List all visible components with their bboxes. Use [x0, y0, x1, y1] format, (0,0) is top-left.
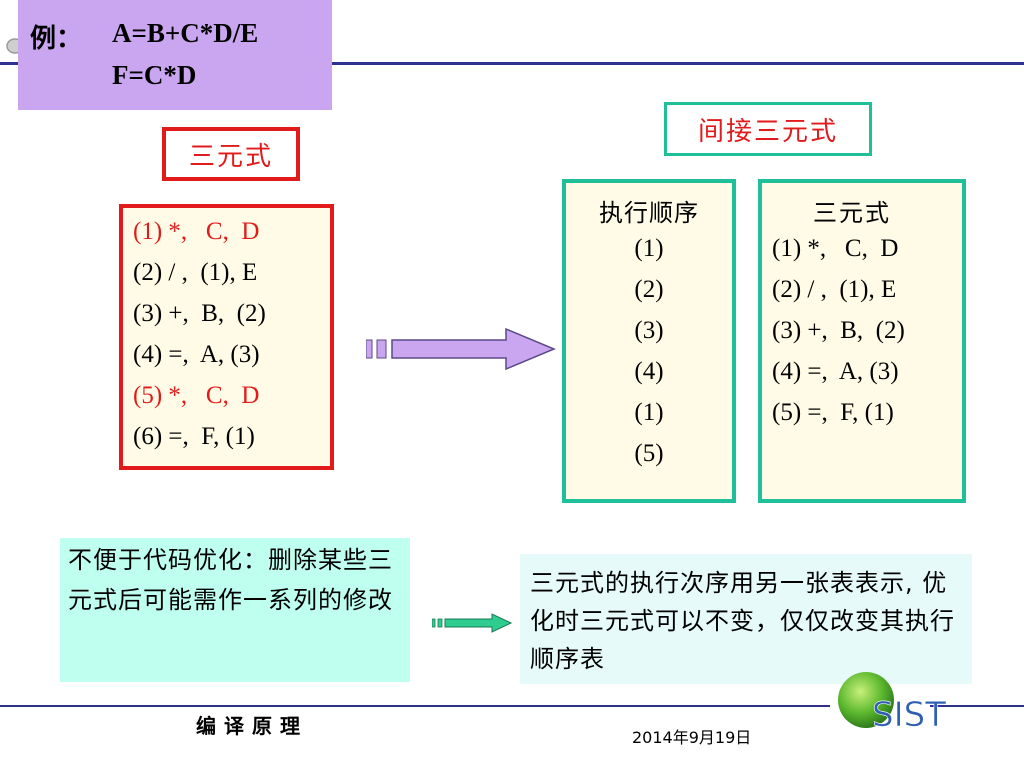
indirect-triples-header: 三元式: [813, 199, 891, 227]
footer-rule: [0, 705, 830, 707]
example-expression-1: A=B+C*D/E: [112, 18, 259, 48]
example-label: 例：: [30, 24, 83, 53]
triples-label: 三元式: [162, 127, 300, 181]
indirect-triples-label: 间接三元式: [664, 102, 872, 156]
triple-row: (3) +, B, (2): [133, 300, 266, 327]
sist-logo-icon: SIST: [838, 672, 946, 735]
indirect-triple-row: (3) +, B, (2): [772, 317, 905, 344]
order-item: (5): [634, 440, 664, 467]
order-item: (1): [634, 235, 664, 262]
triples-list: (1) *, C, D (2) / , (1), E (3) +, B, (2)…: [119, 204, 334, 470]
example-box: [18, 0, 332, 110]
drawback-note: 不便于代码优化：删除某些三元式后可能需作一系列的修改: [60, 538, 410, 682]
advantage-note: 三元式的执行次序用另一张表表示, 优化时三元式可以不变，仅仅改变其执行顺序表: [520, 554, 972, 684]
execution-order-header: 执行顺序: [599, 199, 699, 227]
triple-row: (2) / , (1), E: [133, 259, 258, 286]
triple-row: (5) *, C, D: [133, 382, 260, 409]
example-expression-2: F=C*D: [112, 60, 197, 90]
indirect-triple-row: (2) / , (1), E: [772, 276, 897, 303]
triple-row: (1) *, C, D: [133, 218, 260, 245]
order-item: (4): [634, 358, 664, 385]
course-title: 编译原理: [196, 714, 308, 738]
order-item: (2): [634, 276, 664, 303]
order-item: (3): [634, 317, 664, 344]
indirect-triples-table: 三元式 (1) *, C, D (2) / , (1), E (3) +, B,…: [758, 179, 966, 503]
right-arrow-icon: [366, 327, 556, 371]
indirect-triple-row: (4) =, A, (3): [772, 358, 899, 385]
order-item: (1): [634, 399, 664, 426]
small-right-arrow-icon: [432, 613, 512, 633]
header-rule: [0, 62, 1024, 65]
indirect-triple-row: (1) *, C, D: [772, 235, 899, 262]
triple-row: (6) =, F, (1): [133, 423, 255, 450]
slide-date: 2014年9月19日: [632, 728, 752, 747]
footer-rule-right: [930, 705, 1024, 707]
svg-text:SIST: SIST: [872, 695, 946, 735]
triple-row: (4) =, A, (3): [133, 341, 260, 368]
indirect-triple-row: (5) =, F, (1): [772, 399, 894, 426]
execution-order-table: 执行顺序 (1) (2) (3) (4) (1) (5): [562, 179, 736, 503]
